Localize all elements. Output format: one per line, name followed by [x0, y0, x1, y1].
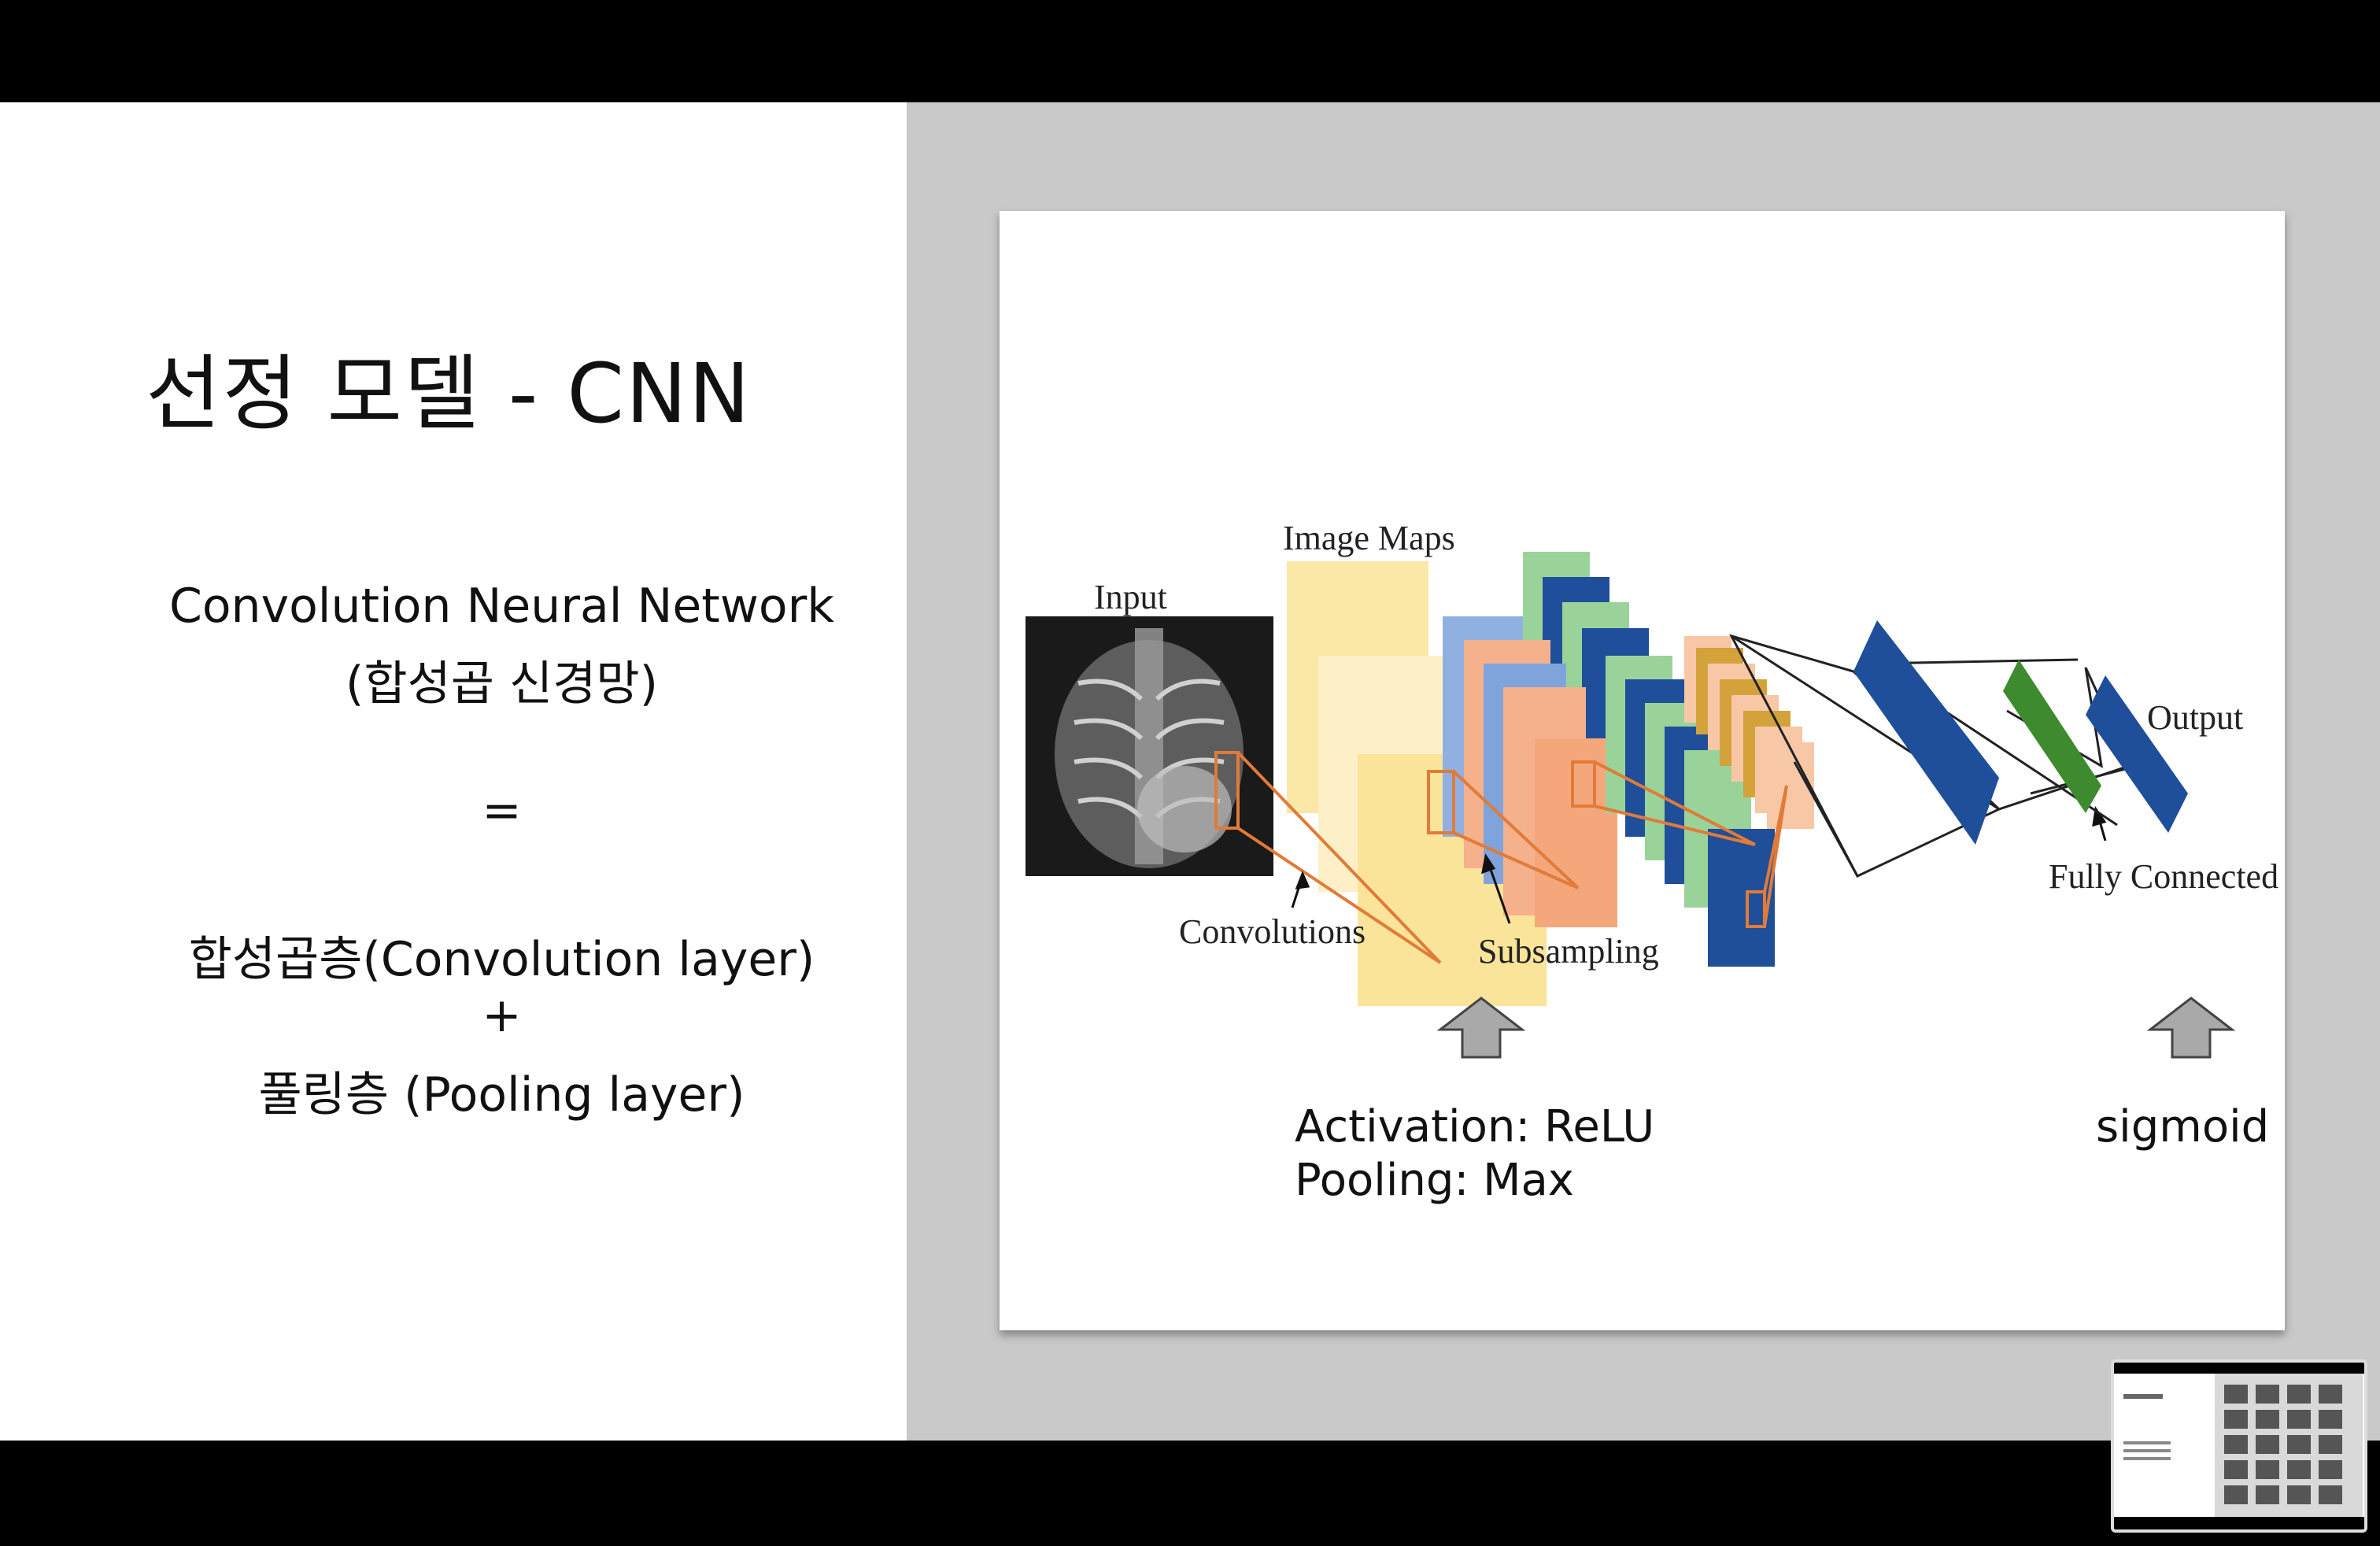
cnn-diagram: Input Image Maps — [1026, 519, 2278, 1059]
pooling-text: Pooling: Max — [1295, 1155, 1574, 1206]
top-letterbox-bar — [0, 0, 2380, 102]
fully-connected-label: Fully Connected — [2049, 857, 2278, 896]
feature-map-peach-3 — [1535, 738, 1617, 927]
fc-layer-2 — [2003, 660, 2101, 813]
sigmoid-up-arrow — [2146, 997, 2236, 1059]
next-slide-thumbnail[interactable] — [2111, 1359, 2367, 1533]
model-name-text: Convolution Neural Network — [168, 579, 835, 634]
slide-text-panel: 선정 모델 - CNN Convolution Neural Network (… — [0, 102, 907, 1441]
output-layer — [2086, 675, 2188, 833]
fc-layer-1 — [1853, 620, 1999, 845]
cnn-diagram-card: Input Image Maps — [1000, 211, 2285, 1330]
subsampling-label: Subsampling — [1478, 932, 1659, 971]
plus-sign: + — [482, 988, 522, 1043]
receptive-field-boxes — [1214, 751, 1788, 964]
convolutions-label: Convolutions — [1179, 912, 1366, 951]
pooling-layer-text: 풀링층 (Pooling layer) — [258, 1067, 745, 1123]
output-label: Output — [2147, 698, 2243, 737]
activation-up-arrow — [1436, 997, 1526, 1059]
image-maps-label: Image Maps — [1283, 519, 1455, 557]
bottom-letterbox-bar — [0, 1441, 2380, 1546]
thumbnail-preview — [2114, 1363, 2364, 1529]
equals-sign: = — [482, 783, 522, 838]
pointer-arrows — [1291, 806, 2107, 924]
input-xray-image — [1026, 616, 1273, 876]
model-name-korean-text: (합성곱 신경망) — [345, 656, 659, 712]
input-label: Input — [1094, 578, 1167, 616]
activation-text: Activation: ReLU — [1295, 1101, 1655, 1152]
sigmoid-text: sigmoid — [2096, 1101, 2270, 1152]
convolution-layer-text: 합성곱층(Convolution layer) — [188, 932, 815, 987]
slide-title: 선정 모델 - CNN — [146, 346, 752, 442]
